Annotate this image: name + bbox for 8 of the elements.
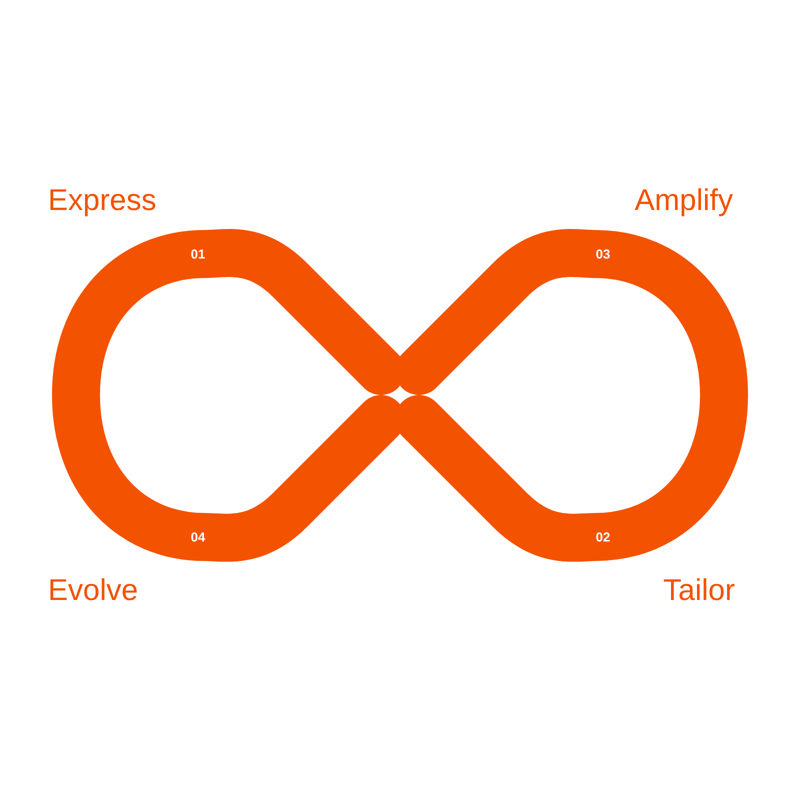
step-number: 03 bbox=[596, 248, 610, 260]
step-number: 04 bbox=[190, 530, 206, 544]
step-number: 02 bbox=[596, 530, 610, 544]
stage-label: Amplify bbox=[634, 186, 733, 216]
stage-label: Express bbox=[48, 186, 156, 216]
stage-label: Evolve bbox=[48, 576, 138, 606]
stage-label: Tailor bbox=[663, 576, 735, 606]
step-number: 01 bbox=[190, 248, 206, 260]
